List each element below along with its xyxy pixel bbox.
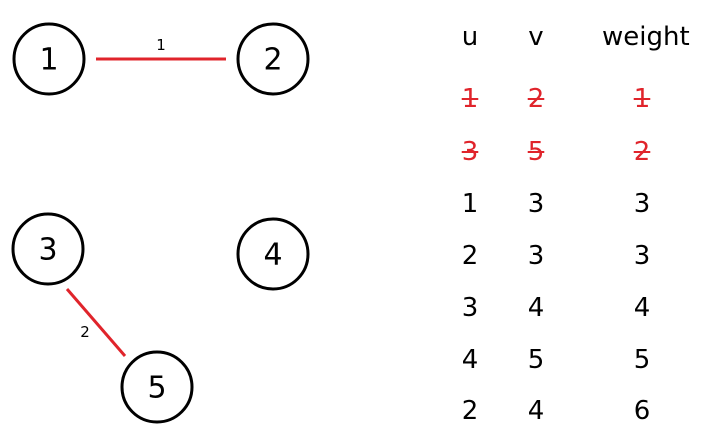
graph-node-4: 4 — [236, 217, 310, 291]
table-cell-weight: 6 — [633, 396, 651, 426]
table-cell-weight: 5 — [633, 345, 651, 375]
table-cell-v: 4 — [527, 293, 545, 323]
node-circle — [120, 350, 194, 424]
table-cell-u: 2 — [461, 241, 479, 271]
table-cell-v: 4 — [527, 396, 545, 426]
table-cell-weight: 2 — [633, 137, 651, 167]
table-cell-u: 1 — [461, 189, 479, 219]
table-cell-v: 3 — [527, 241, 545, 271]
graph-node-2: 2 — [236, 22, 310, 96]
table-cell-weight: 4 — [633, 293, 651, 323]
table-cell-weight: 3 — [633, 241, 651, 271]
table-cell-u: 4 — [461, 345, 479, 375]
node-label: 1 — [39, 43, 58, 78]
edge-3-5 — [65, 288, 127, 357]
node-label: 3 — [38, 233, 57, 268]
node-circle — [11, 212, 85, 286]
graph-node-3: 3 — [11, 212, 85, 286]
table-header-v: v — [528, 22, 544, 52]
table-cell-v: 3 — [527, 189, 545, 219]
node-circle — [12, 22, 86, 96]
table-cell-u: 1 — [461, 84, 479, 114]
edges-layer: 12 — [65, 36, 226, 357]
table-cell-u: 3 — [461, 137, 479, 167]
graph-node-1: 1 — [12, 22, 86, 96]
node-circle — [236, 22, 310, 96]
node-label: 5 — [147, 371, 166, 406]
table-cell-v: 5 — [527, 345, 545, 375]
table-cell-u: 3 — [461, 293, 479, 323]
table-cell-weight: 3 — [633, 189, 651, 219]
table-header-weight: weight — [602, 22, 690, 52]
node-label: 2 — [263, 43, 282, 78]
table-cell-v: 5 — [527, 137, 545, 167]
edge-weight-label-1-2: 1 — [156, 36, 166, 54]
node-label: 4 — [263, 238, 282, 273]
table-header-u: u — [461, 22, 479, 52]
table-cell-u: 2 — [461, 396, 479, 426]
table-cell-weight: 1 — [633, 84, 651, 114]
node-circle — [236, 217, 310, 291]
table-cell-v: 2 — [527, 84, 545, 114]
graph-node-5: 5 — [120, 350, 194, 424]
edge-weight-label-3-5: 2 — [80, 323, 90, 341]
